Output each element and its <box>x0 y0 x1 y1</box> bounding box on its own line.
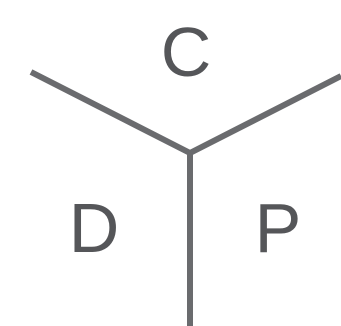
divider-line-right <box>188 73 341 156</box>
label-right: P <box>255 189 302 267</box>
label-top: C <box>161 13 212 91</box>
divider-line-left <box>29 69 192 156</box>
label-left: D <box>69 189 120 267</box>
divider-lines <box>29 69 341 326</box>
